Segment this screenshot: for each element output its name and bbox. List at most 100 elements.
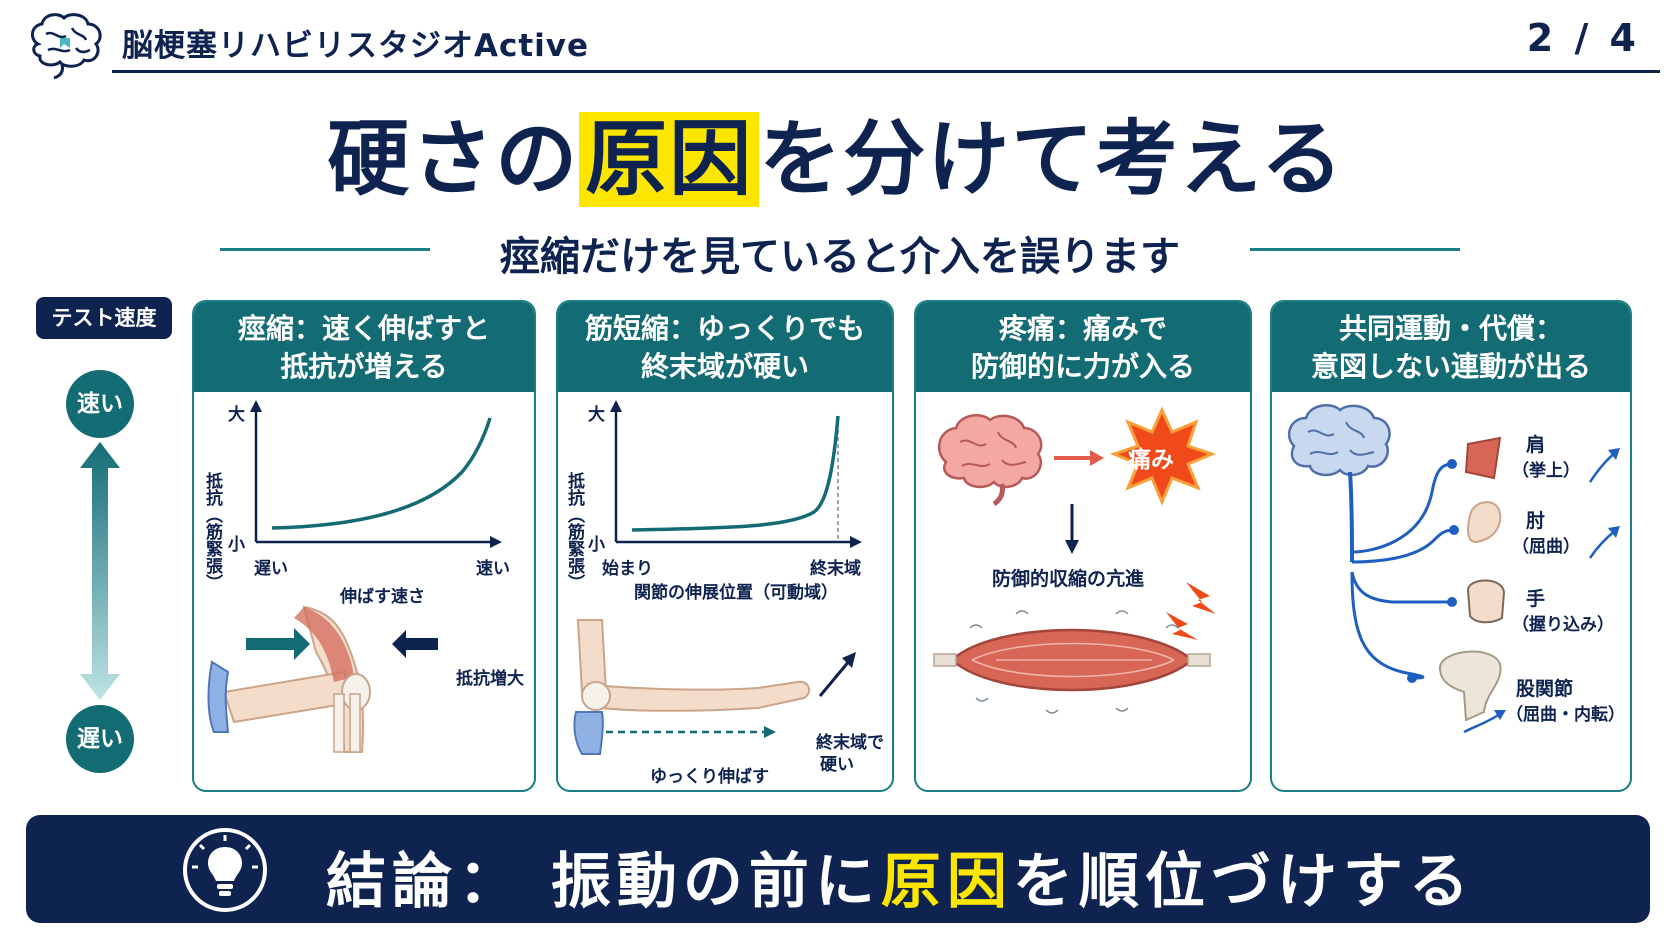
title-highlight: 原因: [579, 112, 760, 207]
x-axis-arrow: [850, 536, 862, 548]
conclusion-after: を順位づけする: [1012, 847, 1475, 917]
arm-extension-illustration: [573, 619, 811, 755]
card-contracture-title: 筋短縮：ゆっくりでも 終末域が硬い: [558, 302, 892, 392]
nerve-branch-shoulder: [1351, 462, 1453, 554]
resistance-curve: [631, 415, 840, 532]
y-axis-arrow: [250, 400, 262, 412]
synergy-item-detail: （握り込み）: [1512, 615, 1614, 635]
subtitle-rule-right: [1250, 248, 1460, 251]
x-axis-label: 伸ばす速さ: [340, 587, 425, 607]
speed-fast-badge: 速い: [66, 370, 134, 438]
card-spasticity: 痙縮：速く伸ばすと 抵抗が増える 抵抗（筋緊張） 大 小 遅い 速い 伸ばす速さ…: [192, 300, 536, 792]
defensive-contraction-label: 防御的収縮の亢進: [992, 568, 1145, 590]
subtitle: 痙縮だけを見ていると介入を誤ります: [500, 234, 1180, 280]
pain-illustration: [933, 406, 1217, 714]
card-contracture: 筋短縮：ゆっくりでも 終末域が硬い 抵抗（筋緊張） 大 小 始まり 終末域 関節…: [556, 300, 894, 792]
brain-icon: [1287, 404, 1391, 477]
double-arrow-icon: [80, 442, 120, 700]
end-range-label-1: 終末域で: [816, 733, 884, 753]
slow-stretch-label: ゆっくり伸ばす: [650, 767, 769, 787]
subtitle-rule-left: [220, 248, 430, 251]
lightbulb-icon: [183, 828, 267, 912]
elbow-icon: [1467, 501, 1502, 544]
contracted-muscle-icon: [933, 610, 1211, 714]
title-before: 硬さの: [327, 112, 580, 207]
card-pain-title: 疼痛：痛みで 防御的に力が入る: [916, 302, 1250, 392]
conclusion-highlight: 原因: [880, 847, 1013, 917]
page-indicator: 2 / 4: [1526, 16, 1640, 60]
card-synergy-title: 共同運動・代償： 意図しない連動が出る: [1272, 302, 1630, 392]
nerve-branch-hip: [1350, 571, 1425, 680]
fist-icon: [1466, 579, 1506, 624]
y-high-label: 大: [588, 405, 605, 425]
spasticity-graph: [207, 400, 502, 753]
synergy-item-detail: （挙上）: [1512, 461, 1580, 481]
x-axis-label: 関節の伸展位置（可動域）: [634, 583, 838, 603]
push-arrow: [246, 628, 310, 660]
conclusion-prefix: 結論：: [326, 847, 524, 917]
card-title-line: 意図しない連動が出る: [1310, 350, 1591, 383]
lightning-icon: [1186, 582, 1216, 614]
synergy-item-name: 手: [1526, 588, 1546, 610]
brain-icon: [937, 414, 1043, 507]
card-title-line: 抵抗が増える: [280, 350, 448, 383]
card-pain: 疼痛：痛みで 防御的に力が入る 痛み 防御的収縮の亢進: [914, 300, 1252, 792]
x-left-label: 遅い: [254, 559, 288, 579]
card-title-line: 共同運動・代償：: [1338, 312, 1563, 345]
speed-slow-badge: 遅い: [66, 705, 134, 773]
subtitle-block: 痙縮だけを見ていると介入を誤ります: [220, 220, 1460, 280]
end-range-label-2: 硬い: [820, 755, 854, 775]
card-spasticity-title: 痙縮：速く伸ばすと 抵抗が増える: [194, 302, 534, 392]
nerve-branch-hand: [1350, 571, 1452, 604]
synergy-illustration: [1287, 404, 1620, 734]
card-title-line: 防御的に力が入る: [970, 350, 1195, 383]
synergy-item-name: 肘: [1526, 510, 1546, 532]
synergy-item-detail: （屈曲・内転）: [1506, 705, 1625, 725]
header-divider: [112, 70, 1660, 73]
y-low-label: 小: [588, 535, 605, 555]
brain-logo-icon: [31, 13, 102, 80]
movement-arrow: [1588, 529, 1617, 559]
slow-stretch-arrowhead: [764, 726, 776, 738]
conclusion-banner: 結論： 振動の前に原因を順位づけする: [26, 815, 1650, 923]
card-title-line: 痙縮：速く伸ばすと: [237, 312, 490, 345]
x-right-label: 速い: [476, 559, 510, 579]
y-axis-arrow: [610, 400, 622, 412]
y-axis-label: 抵抗（筋緊張）: [564, 472, 584, 591]
x-right-label: 終末域: [810, 559, 861, 579]
resistance-arrow: [392, 630, 438, 658]
header: 脳梗塞リハビリスタジオActive 2 / 4: [0, 0, 1672, 80]
end-range-arrowhead: [842, 652, 856, 668]
hip-bone-icon: [1438, 650, 1502, 722]
lightning-icon: [1166, 612, 1198, 640]
conclusion-text: 結論： 振動の前に原因を順位づけする: [326, 833, 1475, 920]
card-title-line: 疼痛：痛みで: [998, 312, 1167, 345]
pain-to-contraction-arrowhead: [1065, 540, 1079, 554]
y-low-label: 小: [228, 535, 245, 555]
end-range-arrow: [818, 659, 852, 697]
card-title-line: 終末域が硬い: [640, 350, 809, 383]
nerve-trunk: [1348, 471, 1354, 563]
conclusion-before: 振動の前に: [550, 847, 881, 917]
pain-burst-icon: [1109, 406, 1217, 506]
contracture-graph: [573, 400, 862, 755]
y-axis-label: 抵抗（筋緊張）: [202, 472, 222, 591]
leg-stretch-illustration: [207, 605, 371, 753]
nerve-branch-elbow: [1351, 528, 1455, 564]
movement-arrow: [1588, 451, 1617, 483]
page-title: 硬さの原因を分けて考える: [0, 92, 1672, 211]
test-speed-label: テスト速度: [36, 297, 172, 339]
x-left-label: 始まり: [602, 559, 653, 579]
synergy-item-name: 股関節: [1516, 678, 1574, 700]
brand-name: 脳梗塞リハビリスタジオActive: [122, 28, 590, 64]
title-after: を分けて考える: [759, 112, 1345, 207]
movement-arrow: [1463, 712, 1501, 734]
y-high-label: 大: [228, 405, 245, 425]
card-synergy: 共同運動・代償： 意図しない連動が出る 肩 （挙上） 肘 （屈曲） 手 （握り込…: [1270, 300, 1632, 792]
synergy-item-detail: （屈曲）: [1512, 537, 1580, 557]
shoulder-icon: [1464, 436, 1502, 480]
x-axis-arrow: [490, 536, 502, 548]
resistance-increase-label: 抵抗増大: [456, 669, 524, 689]
pain-label: 痛み: [1128, 447, 1174, 473]
resistance-curve: [271, 417, 492, 530]
